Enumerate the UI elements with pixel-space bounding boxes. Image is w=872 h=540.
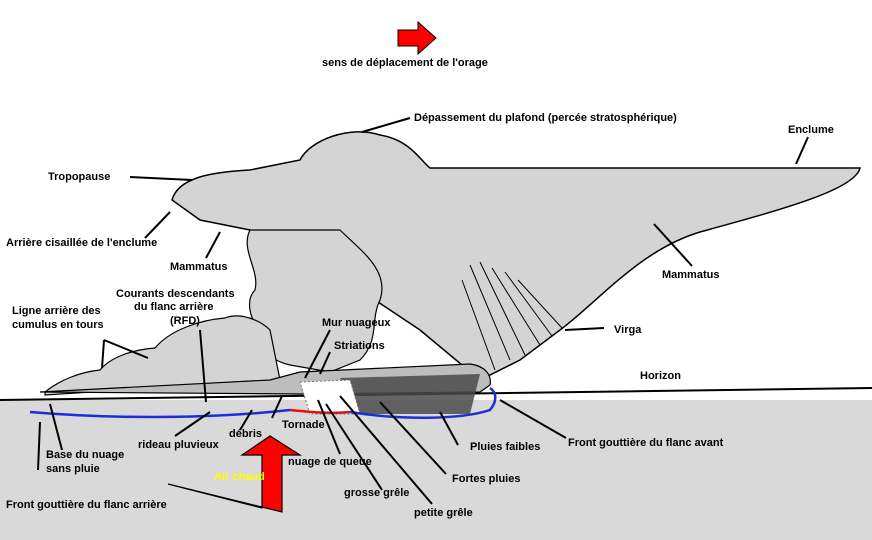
label-virga: Virga [614,324,642,336]
updraft-tower [246,229,383,373]
storm-direction-arrow [397,20,437,56]
red-front-segment [289,408,351,415]
label-large-hail: grosse grêle [344,487,409,499]
virga-hatch [461,261,563,371]
label-rfd-line1: Courants descendants [116,288,235,300]
label-mammatus-right: Mammatus [662,269,719,281]
label-small-hail: petite grêle [414,507,473,519]
heavy-rain-shaft [340,374,480,414]
rear-cumulus-line [44,315,281,396]
label-tropopause: Tropopause [48,171,110,183]
label-rfd-line2: du flanc arrière [134,301,213,313]
label-tail-cloud: nuage de queue [288,456,372,468]
anvil-cloud [171,131,861,381]
label-horizon: Horizon [640,370,681,382]
ground [0,400,872,540]
label-light-rain: Pluies faibles [470,441,540,453]
label-debris: débris [229,428,262,440]
label-mammatus-left: Mammatus [170,261,227,273]
label-cumulus-line1: Ligne arrière des [12,305,101,317]
label-base-line1: Base du nuage [46,449,124,461]
label-overshoot: Dépassement du plafond (percée stratosph… [414,112,677,124]
rear-flank-gust-front [29,408,291,419]
label-cumulus-line2: cumulus en tours [12,319,104,331]
label-base-line2: sans pluie [46,463,100,475]
label-warm-air: Air chaud [214,471,265,483]
pointer-lines [37,117,809,505]
label-anvil-shear: Arrière cisaillée de l'enclume [6,237,157,249]
label-rain-curtain: rideau pluvieux [138,439,220,451]
label-forward-gust-front: Front gouttière du flanc avant [568,437,724,449]
label-heavy-rain: Fortes pluies [452,473,520,485]
label-anvil: Enclume [788,124,834,136]
label-rear-gust-front: Front gouttière du flanc arrière [6,499,167,511]
legend-direction-text: sens de déplacement de l'orage [322,57,488,69]
forward-flank-gust-front [349,386,497,419]
label-rfd-line3: (RFD) [170,315,200,327]
label-wall-cloud: Mur nuageux [322,317,391,329]
warm-air-arrow [167,435,303,513]
label-striations: Striations [334,340,385,352]
label-tornado: Tornade [282,419,325,431]
